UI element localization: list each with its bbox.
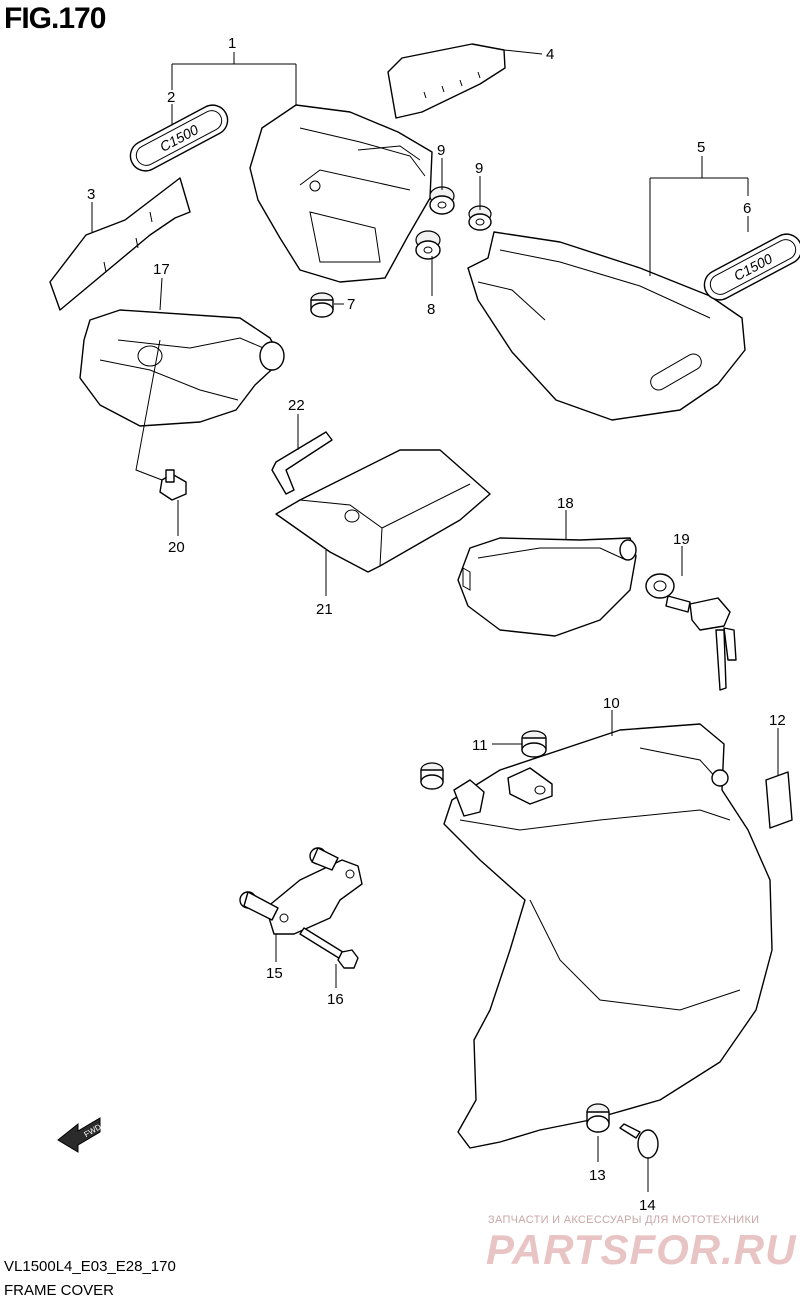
part-11-cushion[interactable] bbox=[420, 730, 547, 790]
part-8-grommet[interactable] bbox=[415, 230, 441, 260]
callout-2: 2 bbox=[167, 89, 175, 106]
part-3-left-sheet[interactable] bbox=[49, 177, 191, 311]
callout-22: 22 bbox=[288, 397, 305, 414]
part-15-bracket[interactable] bbox=[239, 847, 363, 935]
figure-name: FRAME COVER bbox=[4, 1282, 115, 1299]
callout-20: 20 bbox=[168, 539, 185, 556]
callout-10: 10 bbox=[603, 695, 620, 712]
callout-15: 15 bbox=[266, 965, 283, 982]
part-22-hex-wrench[interactable] bbox=[271, 431, 333, 495]
callout-21: 21 bbox=[316, 601, 333, 618]
part-1-left-frame-cover[interactable] bbox=[249, 104, 433, 283]
part-9-grommet-a[interactable] bbox=[429, 186, 455, 215]
part-21-tool-bag[interactable] bbox=[275, 449, 491, 573]
leader-lines bbox=[91, 49, 779, 1192]
callout-6: 6 bbox=[743, 200, 751, 217]
callout-18: 18 bbox=[557, 495, 574, 512]
callout-labels: 1 2 3 4 5 6 7 8 9 9 10 11 12 13 14 15 16… bbox=[87, 35, 786, 1214]
callout-9a: 9 bbox=[437, 142, 445, 159]
callout-17: 17 bbox=[153, 261, 170, 278]
callout-12: 12 bbox=[769, 712, 786, 729]
callout-8: 8 bbox=[427, 301, 435, 318]
part-5-right-frame-cover[interactable] bbox=[467, 231, 746, 421]
callout-14: 14 bbox=[639, 1197, 656, 1214]
callout-16: 16 bbox=[327, 991, 344, 1008]
watermark-tagline: ЗАПЧАСТИ И АКСЕССУАРЫ ДЛЯ МОТОТЕХНИКИ bbox=[488, 1214, 760, 1226]
callout-1: 1 bbox=[228, 35, 236, 52]
part-9-grommet-b[interactable] bbox=[468, 205, 492, 231]
fwd-arrow-icon: FWD bbox=[57, 1117, 103, 1153]
part-18-lock-cover[interactable] bbox=[457, 537, 637, 637]
part-4-right-sheet[interactable] bbox=[387, 43, 506, 119]
part-19-lock-set[interactable] bbox=[645, 573, 737, 691]
part-16-bolt[interactable] bbox=[299, 927, 359, 969]
callout-13: 13 bbox=[589, 1167, 606, 1184]
part-10-lower-frame-cover[interactable] bbox=[443, 723, 773, 1149]
callout-7: 7 bbox=[347, 296, 355, 313]
part-13-grommet[interactable] bbox=[586, 1103, 610, 1133]
part-20-screw[interactable] bbox=[159, 469, 187, 501]
part-17-tool-box[interactable] bbox=[79, 309, 285, 427]
callout-9b: 9 bbox=[475, 160, 483, 177]
callout-5: 5 bbox=[697, 139, 705, 156]
part-12-label[interactable] bbox=[765, 771, 793, 829]
part-6-emblem[interactable]: C1500 bbox=[699, 229, 800, 305]
part-2-emblem[interactable]: C1500 bbox=[125, 100, 233, 176]
callout-11: 11 bbox=[472, 737, 488, 754]
callout-3: 3 bbox=[87, 186, 95, 203]
figure-title: FIG.170 bbox=[4, 2, 106, 35]
part-14-screw[interactable] bbox=[619, 1123, 659, 1159]
figure-code: VL1500L4_E03_E28_170 bbox=[4, 1258, 176, 1275]
watermark-logo: PARTSFOR.RU bbox=[486, 1226, 797, 1273]
callout-4: 4 bbox=[546, 46, 554, 63]
part-7-cushion[interactable] bbox=[310, 292, 334, 318]
callout-19: 19 bbox=[673, 531, 690, 548]
